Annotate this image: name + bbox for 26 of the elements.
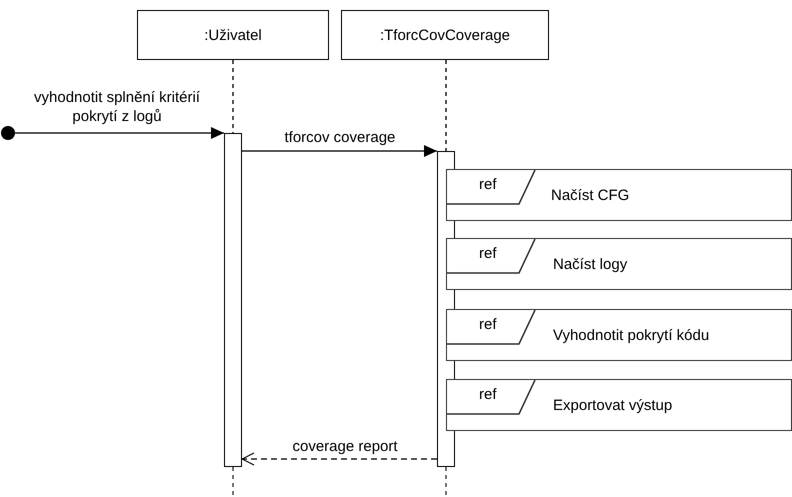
frame-operator: ref [479, 245, 497, 262]
initial-dot [1, 126, 15, 140]
ref-frame [446, 309, 792, 361]
message-label: tforcov coverage [284, 128, 396, 147]
ref-frame [446, 169, 792, 221]
frame-title: Vyhodnotit pokrytí kódu [553, 327, 710, 344]
return-message-arrow [242, 452, 437, 466]
ref-frame [446, 238, 792, 290]
message-arrow [242, 145, 437, 157]
participant-name: :Uživatel [204, 26, 262, 44]
lifeline [232, 60, 234, 133]
message-label: coverage report [292, 437, 398, 456]
frame-operator: ref [479, 316, 497, 333]
participant-name: :TforcCovCoverage [380, 26, 510, 44]
activation-bar [224, 133, 242, 467]
frame-title: Exportovat výstup [553, 397, 672, 414]
frame-title: Načíst CFG [551, 187, 630, 204]
ref-frame [446, 379, 792, 431]
lifeline [445, 60, 447, 151]
frame-operator: ref [479, 386, 497, 403]
lifeline-head [341, 10, 549, 60]
frame-title: Načíst logy [553, 256, 628, 273]
message-label: vyhodnotit splnění kritérií pokrytí z logů [33, 88, 201, 126]
message-arrow [15, 127, 224, 139]
frame-operator: ref [479, 176, 497, 193]
lifeline-head [137, 10, 329, 60]
